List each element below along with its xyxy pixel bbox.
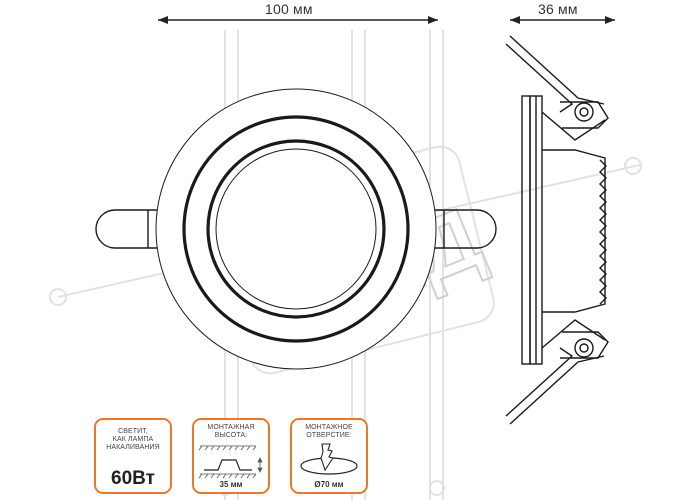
- badge-value: 60Вт: [111, 468, 155, 489]
- badge-caption-line: СВЕТИТ,: [118, 428, 148, 435]
- badge-caption-line: ВЫСОТА:: [214, 432, 248, 439]
- bezel-ring: [182, 115, 410, 343]
- outer-rim: [155, 88, 437, 370]
- badge-value: 35 мм: [219, 480, 243, 489]
- badge-caption-line: МОНТАЖНАЯ: [207, 424, 255, 431]
- depth-dimension-label: 36 мм: [538, 1, 578, 17]
- saw-hole-icon: [300, 443, 358, 475]
- badge-value: Ø70 мм: [314, 480, 344, 489]
- badge-mount-height: МОНТАЖНАЯ ВЫСОТА: 35 мм: [192, 418, 270, 494]
- lens-inner: [215, 148, 377, 310]
- badge-caption-line: КАК ЛАМПА: [112, 436, 154, 443]
- width-dimension-label: 100 мм: [265, 1, 313, 17]
- lens-outer: [206, 139, 386, 319]
- badge-caption-line: МОНТАЖНОЕ: [305, 424, 353, 431]
- badge-lamp-equivalent: СВЕТИТ, КАК ЛАМПА НАКАЛИВАНИЯ 60Вт: [94, 418, 172, 494]
- badge-caption-line: ОТВЕРСТИЕ:: [306, 432, 352, 439]
- badge-caption-line: НАКАЛИВАНИЯ: [106, 444, 160, 451]
- mount-height-icon: [198, 445, 263, 479]
- badge-cutout: МОНТАЖНОЕ ОТВЕРСТИЕ: Ø70 мм: [290, 418, 368, 494]
